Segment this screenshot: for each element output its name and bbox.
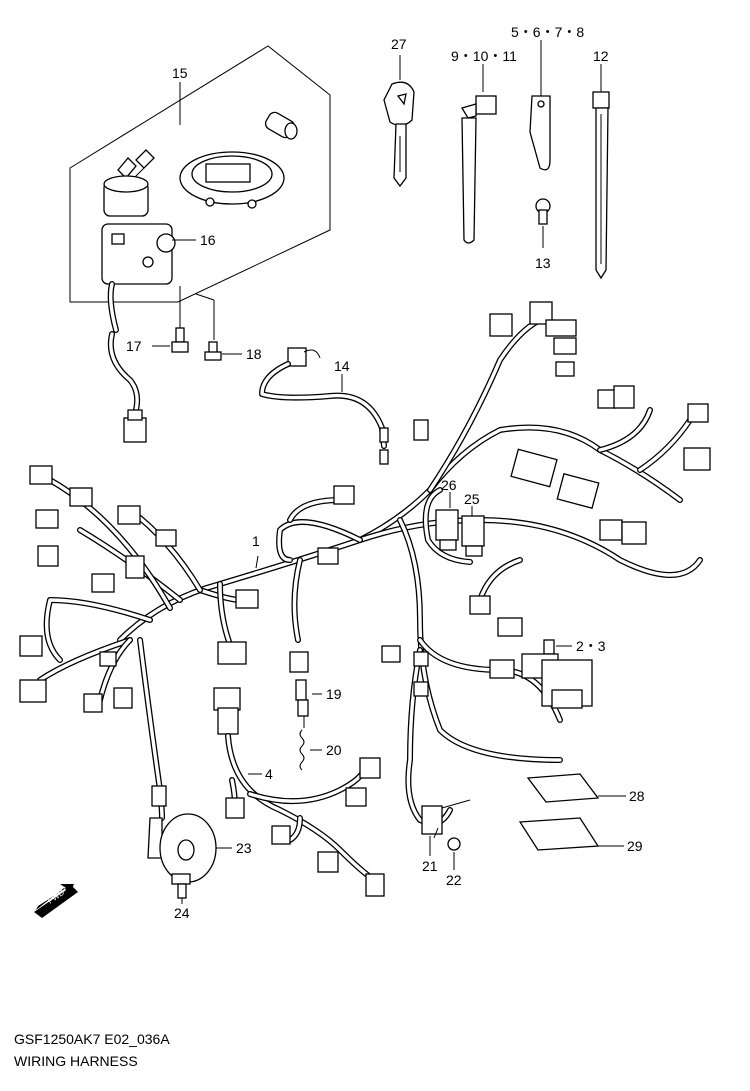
- relay-26: [435, 492, 459, 551]
- callout-28: 28: [629, 788, 645, 804]
- label-sticker-29: [518, 817, 624, 851]
- diagram-title: WIRING HARNESS: [14, 1053, 138, 1069]
- ignition-switch-set: [69, 45, 331, 340]
- callout-12: 12: [593, 48, 609, 64]
- callout-20: 20: [326, 742, 342, 758]
- callout-26: 26: [441, 477, 457, 493]
- fuse-box: [521, 639, 593, 709]
- cable-tie-12: [592, 64, 610, 280]
- callout-4: 4: [265, 766, 273, 782]
- forward-arrow-icon: FWD: [34, 884, 78, 918]
- bolt-17: [152, 327, 189, 353]
- harness-connectors-left: [19, 465, 177, 713]
- key-27: [383, 55, 415, 188]
- callout-27: 27: [391, 36, 407, 52]
- callout-1: 1: [252, 533, 260, 549]
- harness-connectors-center: [217, 419, 429, 673]
- callout-17: 17: [126, 338, 142, 354]
- fuel-cap-lock: [179, 151, 285, 209]
- callout-18: 18: [246, 346, 262, 362]
- relay-25: [461, 506, 485, 557]
- label-sticker-28: [526, 773, 626, 803]
- wire-clamp-9-11: [461, 64, 497, 244]
- seat-lock-cylinder: [264, 111, 298, 140]
- bolt-24: [171, 873, 191, 904]
- screw-18: [204, 341, 242, 361]
- callout-5-8: 5・6・7・8: [511, 24, 584, 40]
- wire-clamp-5-8: [529, 40, 551, 171]
- harness-connectors-right: [381, 301, 711, 697]
- screw-22: [447, 837, 461, 870]
- callout-15: 15: [172, 65, 188, 81]
- ignition-switch-body: [101, 175, 176, 333]
- callout-23: 23: [236, 840, 252, 856]
- callout-25: 25: [464, 491, 480, 507]
- lead-wire-14: [259, 347, 389, 449]
- callout-9-11: 9・10・11: [451, 48, 517, 64]
- sensor-21: [421, 799, 471, 856]
- callout-14: 14: [334, 358, 350, 374]
- callout-16: 16: [200, 232, 216, 248]
- part-code: GSF1250AK7 E02_036A: [14, 1031, 170, 1047]
- callout-29: 29: [627, 838, 643, 854]
- horn-23: [147, 785, 232, 883]
- brake-light-switch-19: [295, 679, 322, 728]
- callout-2-3: 2・3: [576, 638, 606, 654]
- callout-19: 19: [326, 686, 342, 702]
- spring-20: [299, 729, 322, 771]
- screw-13: [535, 198, 551, 248]
- callout-21: 21: [422, 858, 438, 874]
- sub-harness-4: [213, 687, 385, 897]
- callout-13: 13: [535, 255, 551, 271]
- callout-22: 22: [446, 872, 462, 888]
- callout-24: 24: [174, 905, 190, 921]
- ignition-wire-lead: [107, 331, 147, 443]
